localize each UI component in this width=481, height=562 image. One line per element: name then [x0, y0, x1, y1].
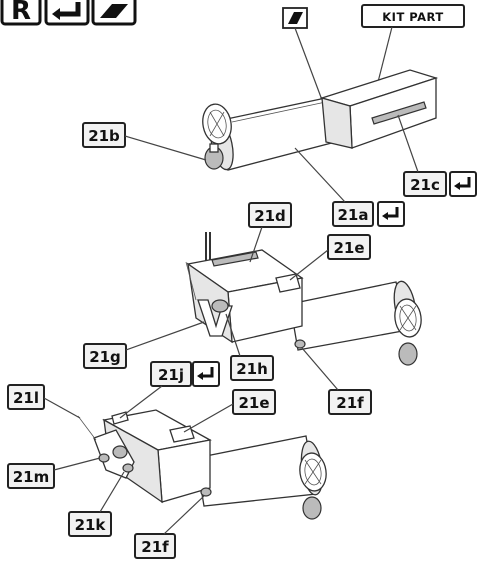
- callout-21l: 21l: [7, 384, 45, 410]
- handwheel-middle: [394, 298, 422, 366]
- callout-21f-bottom: 21f: [134, 533, 176, 559]
- fork-21g: [185, 261, 233, 337]
- reverse-side-icon: [44, 0, 90, 26]
- callout-21l-text: 21l: [13, 389, 39, 407]
- callout-21a: 21a: [332, 201, 405, 227]
- callout-21k-text: 21k: [75, 516, 107, 534]
- callout-21b: 21b: [82, 122, 126, 148]
- callout-21g: 21g: [83, 343, 127, 369]
- paint-icon: [91, 0, 137, 26]
- callout-21f-mid-text: 21f: [336, 394, 364, 412]
- callout-21h: 21h: [230, 355, 274, 381]
- decal-r-glyph: R: [11, 0, 31, 26]
- callout-21a-text: 21a: [338, 206, 369, 224]
- block-21c: [319, 69, 439, 149]
- block-middle: [186, 249, 304, 344]
- callout-21e-top: 21e: [327, 234, 371, 260]
- callout-21e-top-text: 21e: [333, 239, 364, 257]
- bracket-21k: [77, 415, 135, 479]
- decal-r-icon: R: [0, 0, 42, 26]
- callout-21f-bottom-text: 21f: [141, 538, 169, 556]
- paint-swatch-icon: [282, 7, 308, 29]
- callout-21j-text: 21j: [158, 366, 184, 384]
- callout-21e-bottom: 21e: [232, 389, 276, 415]
- callout-21d-text: 21d: [254, 207, 286, 225]
- callout-21c-text: 21c: [410, 176, 440, 194]
- callout-21k: 21k: [68, 511, 112, 537]
- callout-21m-text: 21m: [13, 468, 50, 486]
- callout-21h-text: 21h: [236, 360, 268, 378]
- kit-part-text: KIT PART: [382, 10, 444, 24]
- handwheel-bottom: [299, 452, 327, 520]
- top-assembly: KIT PART 21b: [82, 4, 477, 227]
- middle-assembly: 21d 21e 21g 21h 21f: [83, 202, 422, 415]
- header-icon-row: R: [0, 0, 137, 26]
- callout-21m: 21m: [7, 463, 55, 489]
- callout-21b-text: 21b: [88, 127, 120, 145]
- callout-21e-bottom-text: 21e: [238, 394, 269, 412]
- callout-21j: 21j: [150, 361, 220, 387]
- callout-21f-mid: 21f: [328, 389, 372, 415]
- callout-21c: 21c: [403, 171, 477, 197]
- callout-21d: 21d: [248, 202, 292, 228]
- handwheel-21b: [202, 103, 232, 170]
- kit-part-label: KIT PART: [361, 4, 465, 28]
- callout-21g-text: 21g: [89, 348, 121, 366]
- bottom-assembly: 21j 21e 21l 21m 21k 21f: [7, 361, 327, 559]
